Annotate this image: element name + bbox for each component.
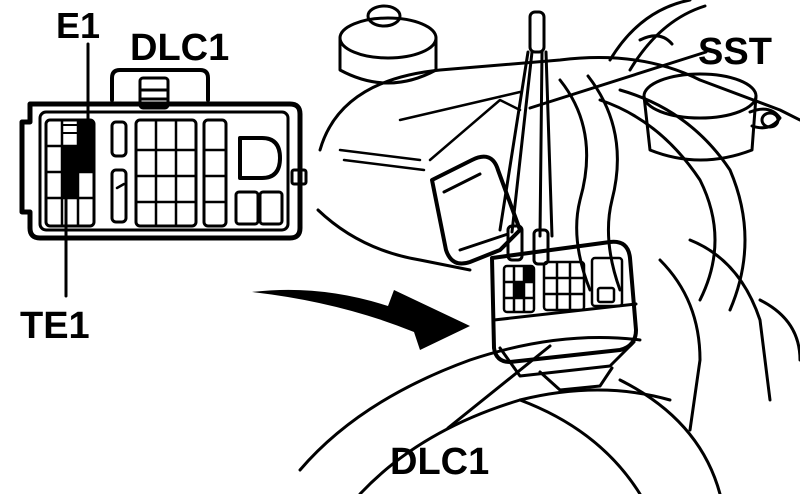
dlc1-bottom-label: DLC1 xyxy=(390,441,489,483)
sst-leader xyxy=(528,50,708,110)
dlc1-engine-connector xyxy=(430,154,638,392)
te1-label: TE1 xyxy=(20,305,90,347)
dlc1-bottom-leader xyxy=(446,344,552,430)
dlc1-top-label: DLC1 xyxy=(130,27,229,69)
pointer-arrow xyxy=(252,289,470,350)
e1-terminal xyxy=(78,120,94,146)
sst-test-lead xyxy=(498,10,554,266)
e1-label: E1 xyxy=(56,5,100,46)
dlc1-connector-face xyxy=(19,68,308,241)
te1-terminal xyxy=(62,146,78,198)
terminal-block-left xyxy=(44,118,96,228)
sst-label: SST xyxy=(698,31,772,73)
terminal-block-middle xyxy=(134,118,198,228)
engine-bay-illustration xyxy=(298,0,800,494)
